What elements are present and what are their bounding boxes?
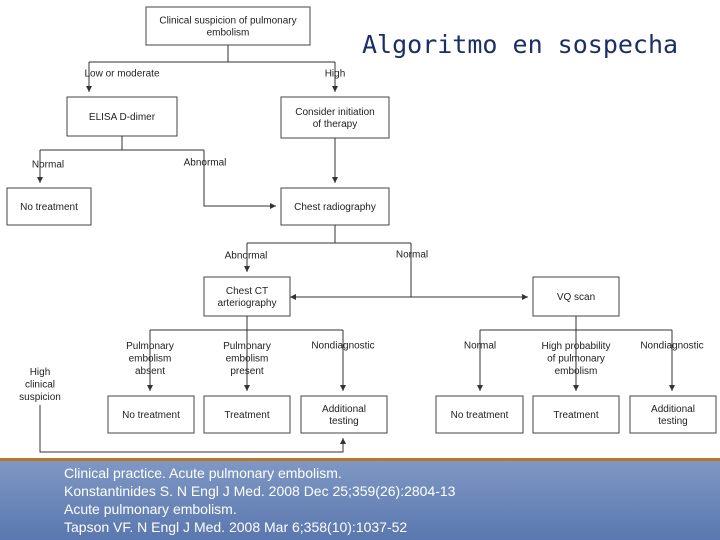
edge-label-pe-present: present [230,366,264,377]
node-additional-testing-2-text: testing [658,416,687,427]
edge-label-pe-present: embolism [226,354,269,365]
references-footer: Clinical practice. Acute pulmonary embol… [0,458,720,540]
edge-label-high: High [325,69,346,80]
node-no-treatment-1-text: No treatment [20,202,78,213]
edge-label-high-clinical-suspicion: suspicion [19,392,61,403]
node-therapy-text: of therapy [313,119,357,130]
edge-label-nondiagnostic-1: Nondiagnostic [311,341,374,352]
node-additional-testing-1-text: Additional [322,404,366,415]
node-additional-testing-2-box [629,395,717,434]
reference-line: Acute pulmonary embolism. [64,501,237,517]
node-suspicion-text: Clinical suspicion of pulmonary [159,16,296,27]
edge-label-high-clinical-suspicion: clinical [25,380,55,391]
node-chest-ct-box [203,276,291,317]
node-elisa-text: ELISA D-dimer [89,112,156,123]
node-therapy-text: Consider initiation [295,107,375,118]
edge-label-normal-3: Normal [464,341,496,352]
edge-label-nondiagnostic-2: Nondiagnostic [640,341,703,352]
reference-list: Clinical practice. Acute pulmonary embol… [64,464,455,536]
node-chest-ct-text: Chest CT [226,286,268,297]
flowchart: Clinical suspicion of pulmonaryembolismE… [6,6,717,453]
node-no-treatment-2-text: No treatment [122,410,180,421]
node-treatment-1-text: Treatment [224,410,269,421]
node-therapy-box [280,96,390,139]
reference-line: Tapson VF. N Engl J Med. 2008 Mar 6;358(… [64,519,408,535]
node-additional-testing-2-text: Additional [651,404,695,415]
edge-label-normal-2: Normal [396,250,428,261]
node-additional-testing-1-text: testing [329,416,358,427]
edge-label-pe-absent: Pulmonary [126,341,174,352]
node-chest-ct-text: arteriography [218,298,277,309]
connector [203,150,276,209]
node-chest-radiography-text: Chest radiography [294,202,376,213]
reference-line: Konstantinides S. N Engl J Med. 2008 Dec… [64,483,456,499]
node-additional-testing-1-box [300,395,388,434]
node-elisa-box [66,96,178,137]
node-suspicion-text: embolism [207,28,250,39]
edge-label-abnormal-2: Abnormal [225,251,268,262]
node-no-treatment-3-text: No treatment [451,410,509,421]
slide-title: Algoritmo en sospecha [362,30,679,59]
connector [39,405,346,453]
edge-label-high-probability: of pulmonary [547,354,605,365]
node-treatment-2-text: Treatment [553,410,598,421]
node-no-treatment-2-box [107,395,195,434]
node-vq-scan-text: VQ scan [557,292,595,303]
node-suspicion-box [145,6,311,46]
edge-label-normal-1: Normal [32,160,64,171]
edge-label-pe-absent: embolism [129,354,172,365]
reference-line: Clinical practice. Acute pulmonary embol… [64,465,342,481]
edge-label-pe-absent: absent [135,366,165,377]
node-no-treatment-3-box [435,395,524,434]
node-no-treatment-1-box [6,187,92,226]
edge-label-low-or-moderate: Low or moderate [84,69,159,80]
node-treatment-1-box [203,395,291,434]
edge-label-high-clinical-suspicion: High [30,367,51,378]
edge-label-high-probability: embolism [555,366,598,377]
edge-label-abnormal-1: Abnormal [184,158,227,169]
edge-label-high-probability: High probability [542,341,611,352]
edge-label-pe-present: Pulmonary [223,341,271,352]
node-treatment-2-box [532,395,620,434]
